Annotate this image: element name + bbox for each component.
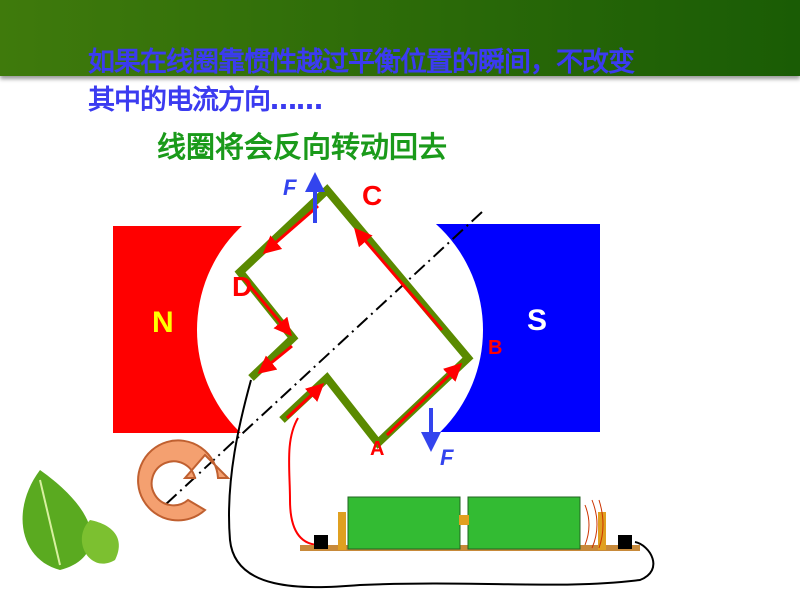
force-label-bottom: F xyxy=(440,445,454,470)
corner-d: D xyxy=(232,271,252,302)
black-wire xyxy=(228,379,655,589)
current-arrows xyxy=(243,204,463,437)
corner-a: A xyxy=(370,438,384,460)
north-magnet xyxy=(113,226,263,433)
force-label-top: F xyxy=(283,175,297,200)
rotation-axis xyxy=(164,211,483,506)
battery-cell xyxy=(467,496,581,550)
slide-subtitle: 线圈将会反向转动回去 xyxy=(157,130,448,164)
south-magnet xyxy=(428,224,600,432)
red-wire xyxy=(288,417,321,546)
slide-text-line1: 如果在线圈靠惯性越过平衡位置的瞬间，不改变 xyxy=(88,47,635,78)
corner-c: C xyxy=(362,180,382,211)
leaf-decoration-icon xyxy=(22,470,119,570)
corner-b: B xyxy=(488,337,502,359)
north-label: N xyxy=(152,306,174,339)
south-label: S xyxy=(527,304,547,337)
battery-cell xyxy=(347,496,461,550)
battery-holder xyxy=(300,496,640,551)
title-bar xyxy=(0,0,800,76)
slide-text-line2: 其中的电流方向…… xyxy=(88,85,323,116)
rotation-direction-icon xyxy=(137,439,231,522)
